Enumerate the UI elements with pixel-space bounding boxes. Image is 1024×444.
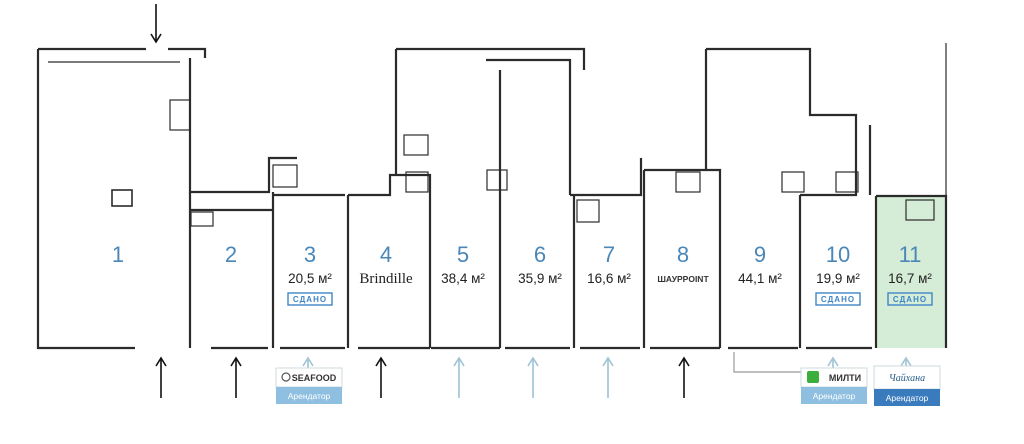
walls [36, 43, 948, 350]
unit-9-area: 44,1 м² [738, 271, 782, 286]
entrance-arrow-icon [453, 356, 465, 398]
unit-10-area: 19,9 м² [816, 271, 860, 286]
unit-10-number: 10 [826, 242, 850, 267]
entrance-arrow-icon [155, 356, 167, 398]
unit-10-status-badge [815, 292, 861, 306]
unit-7-number: 7 [603, 242, 615, 267]
seafood-logo-icon [281, 372, 291, 382]
unit-5-number: 5 [457, 242, 469, 267]
unit-6[interactable]: 6 35,9 м² [518, 242, 562, 286]
unit-6-area: 35,9 м² [518, 271, 562, 286]
unit-8[interactable]: 8 ШАУРPOINT [657, 242, 709, 284]
unit-2-number: 2 [225, 242, 237, 267]
unit-5[interactable]: 5 38,4 м² [441, 242, 485, 286]
unit-11-number: 11 [899, 242, 922, 267]
unit-4-number: 4 [380, 242, 392, 267]
unit-11-status: СДАНО [893, 295, 927, 304]
unit-9-number: 9 [754, 242, 766, 267]
entrance-arrows [150, 4, 912, 398]
unit-10[interactable]: 10 19,9 м² СДАНО [815, 242, 861, 306]
unit-1[interactable]: 1 [112, 242, 124, 267]
tenant-badge-seafood[interactable]: SEAFOOD Арендатор [275, 367, 343, 404]
unit-8-number: 8 [677, 242, 689, 267]
unit-3-status-badge [287, 292, 333, 306]
entrance-arrow-icon [527, 356, 539, 398]
unit-7-area: 16,6 м² [587, 271, 631, 286]
entrance-arrow-icon [678, 356, 690, 398]
unit-11-status-badge [887, 292, 933, 306]
unit-8-tenant-logo: ШАУРPOINT [657, 274, 709, 284]
unit-4-tenant: Brindille [359, 271, 413, 287]
unit-9[interactable]: 9 44,1 м² [738, 242, 782, 286]
tenant-milti-caption: Арендатор [813, 391, 856, 401]
unit-6-number: 6 [534, 242, 546, 267]
unit-11-area: 16,7 м² [888, 271, 932, 286]
unit-4[interactable]: 4 Brindille [359, 242, 413, 287]
entrance-arrow-icon [375, 356, 387, 398]
tenant-seafood-caption: Арендатор [288, 391, 331, 401]
unit-3-number: 3 [304, 242, 316, 267]
unit-1-number: 1 [112, 242, 124, 267]
entrance-arrow-icon [230, 356, 242, 398]
tenant-badge-chaikhana[interactable]: Чайхана Арендатор [873, 365, 941, 406]
unit-3[interactable]: 3 20,5 м² СДАНО [287, 242, 333, 306]
entrance-arrow-icon [602, 356, 614, 398]
unit-11-highlight [876, 196, 946, 348]
unit-5-area: 38,4 м² [441, 271, 485, 286]
tenant-badge-milti[interactable]: МИЛТИ Арендатор [800, 367, 868, 404]
unit-3-area: 20,5 м² [288, 271, 332, 286]
unit-11[interactable]: 11 16,7 м² СДАНО [887, 242, 933, 306]
tenant-chaikhana-caption: Арендатор [886, 393, 929, 403]
unit-3-status: СДАНО [293, 295, 327, 304]
entrance-arrow-icon [150, 4, 162, 44]
unit-10-status: СДАНО [821, 295, 855, 304]
tenant-seafood-logo: SEAFOOD [292, 373, 337, 383]
unit-7[interactable]: 7 16,6 м² [587, 242, 631, 286]
milti-logo-icon [807, 371, 819, 383]
unit-2[interactable]: 2 [225, 242, 237, 267]
tenant-milti-logo: МИЛТИ [829, 373, 861, 383]
tenant-chaikhana-logo: Чайхана [889, 373, 925, 384]
